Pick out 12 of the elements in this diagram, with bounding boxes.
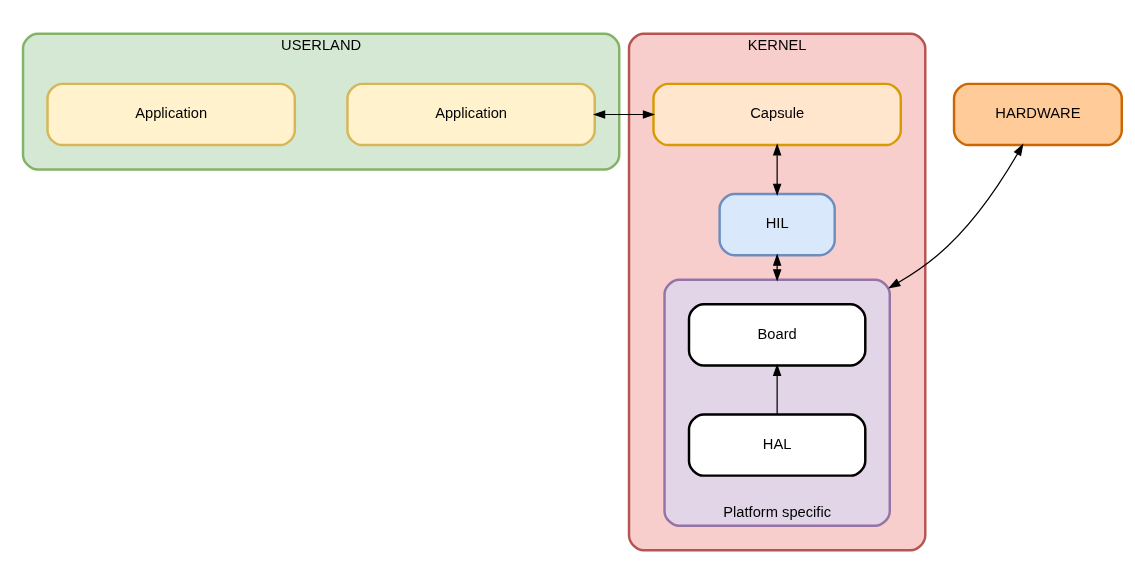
arrow (592, 109, 656, 119)
node-box: HAL (687, 412, 867, 477)
arrow (772, 142, 782, 196)
arrow (888, 143, 1024, 288)
node-box: Application (46, 82, 297, 146)
node-box: HIL (718, 192, 836, 256)
arrow (772, 253, 782, 282)
node-box: Application (346, 82, 596, 146)
node-box: Board (687, 302, 867, 367)
arrow (772, 363, 782, 415)
node-box: Capsule (652, 82, 902, 146)
node-box: HARDWARE (952, 82, 1123, 146)
